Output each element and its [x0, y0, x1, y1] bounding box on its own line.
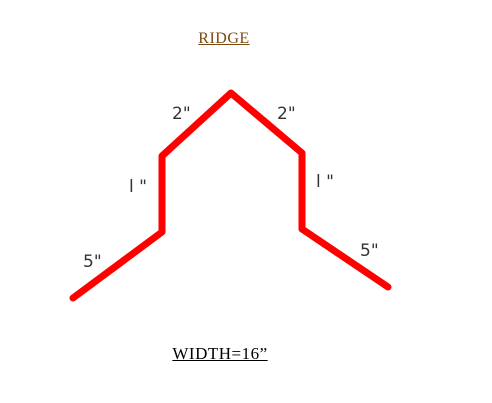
label-right-riser: l " — [316, 172, 334, 192]
label-left-flange: 5" — [83, 252, 102, 272]
label-right-flange: 5" — [360, 241, 379, 261]
label-right-slope: 2" — [277, 104, 296, 124]
ridge-profile-line — [69, 89, 392, 302]
diagram-title: RIDGE — [198, 30, 250, 47]
label-left-slope: 2" — [172, 104, 191, 124]
label-left-riser: l " — [129, 177, 147, 197]
total-width-label: WIDTH=16” — [172, 344, 268, 363]
